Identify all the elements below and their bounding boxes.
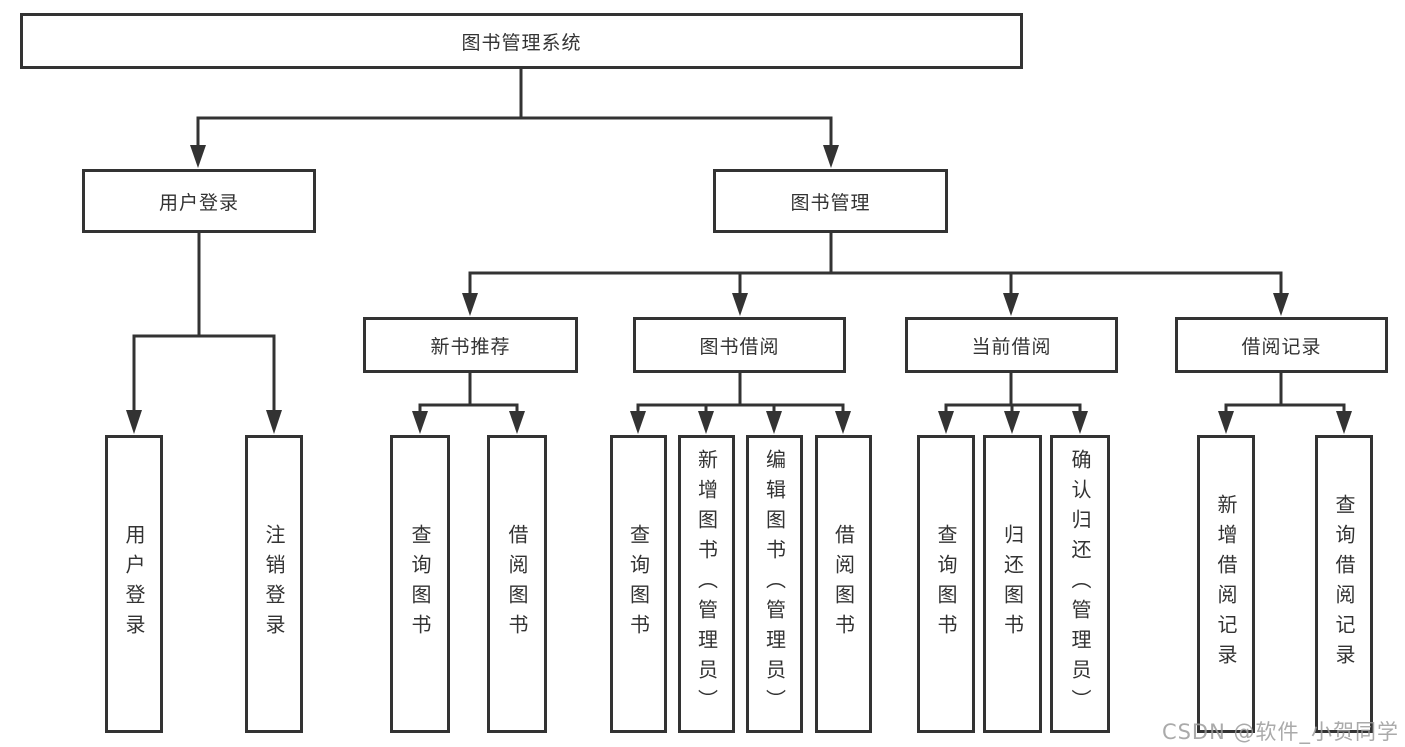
- node-label: 当前借阅: [971, 335, 1052, 358]
- node-label: 注销登录: [262, 524, 286, 644]
- node-user-login: 用户登录: [82, 169, 316, 233]
- node-label: 用户登录: [122, 524, 146, 644]
- node-label: 借阅图书: [505, 524, 529, 644]
- node-label: 图书管理系统: [461, 31, 582, 54]
- node-label: 图书借阅: [699, 335, 780, 358]
- node-rec-borrow-books: 借阅图书: [487, 435, 547, 733]
- node-user-login-action: 用户登录: [105, 435, 163, 733]
- csdn-watermark: CSDN @软件_小贺同学: [1161, 720, 1399, 744]
- node-current-confirm-return-admin: 确认归还（管理员）: [1050, 435, 1110, 733]
- node-label: 查询图书: [626, 524, 651, 644]
- connector-user-login-children: [126, 231, 282, 434]
- node-label: 查询图书: [934, 524, 958, 644]
- connector-book-borrowing-children: [630, 371, 851, 434]
- node-label: 新增图书（管理员）: [694, 449, 719, 719]
- node-label: 借阅记录: [1241, 335, 1322, 358]
- node-new-book-recommend: 新书推荐: [363, 317, 578, 373]
- node-borrow-add-books-admin: 新增图书（管理员）: [678, 435, 735, 733]
- connector-root-to-level2: [190, 67, 839, 168]
- node-records-add-record: 新增借阅记录: [1197, 435, 1255, 733]
- node-label: 查询借阅记录: [1332, 494, 1356, 674]
- node-label: 用户登录: [158, 191, 239, 214]
- node-library-system: 图书管理系统: [20, 13, 1023, 69]
- node-label: 新书推荐: [430, 335, 511, 358]
- node-current-return-books: 归还图书: [983, 435, 1042, 733]
- node-label: 编辑图书（管理员）: [762, 449, 787, 719]
- node-borrowing-records: 借阅记录: [1175, 317, 1388, 373]
- node-label: 图书管理: [790, 191, 871, 214]
- node-rec-query-books: 查询图书: [390, 435, 450, 733]
- node-book-management: 图书管理: [713, 169, 948, 233]
- node-logout: 注销登录: [245, 435, 303, 733]
- connector-book-management-children: [462, 231, 1289, 316]
- node-current-borrowing: 当前借阅: [905, 317, 1118, 373]
- node-label: 归还图书: [1000, 524, 1025, 644]
- node-borrow-borrow-books: 借阅图书: [815, 435, 872, 733]
- node-label: 借阅图书: [831, 524, 856, 644]
- node-label: 新增借阅记录: [1214, 494, 1238, 674]
- node-current-query-books: 查询图书: [917, 435, 975, 733]
- node-label: 查询图书: [408, 524, 432, 644]
- node-book-borrowing: 图书借阅: [633, 317, 846, 373]
- connector-borrowing-records-children: [1218, 371, 1352, 434]
- connector-new-book-recommend-children: [412, 371, 525, 434]
- connector-current-borrowing-children: [938, 371, 1088, 434]
- node-borrow-edit-books-admin: 编辑图书（管理员）: [746, 435, 803, 733]
- node-records-query-record: 查询借阅记录: [1315, 435, 1373, 733]
- node-label: 确认归还（管理员）: [1068, 449, 1092, 719]
- node-borrow-query-books: 查询图书: [610, 435, 667, 733]
